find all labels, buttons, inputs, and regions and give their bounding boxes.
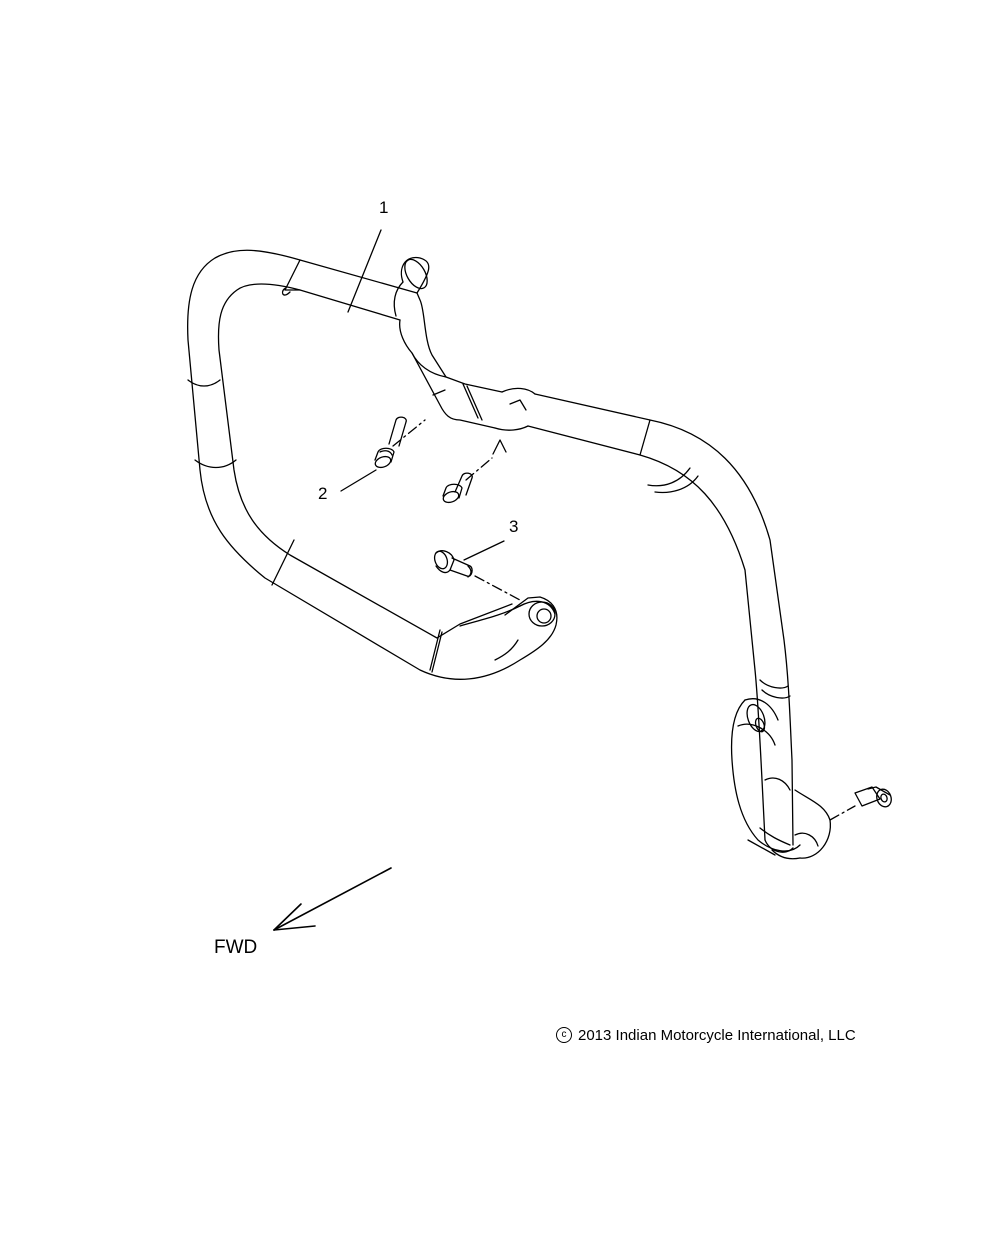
bracket-screw (854, 786, 892, 808)
fwd-direction-label: FWD (214, 937, 258, 958)
fwd-arrow (273, 867, 392, 931)
copyright-notice: c 2013 Indian Motorcycle International, … (556, 1027, 856, 1043)
copyright-text: 2013 Indian Motorcycle International, LL… (578, 1026, 856, 1044)
centerlines (392, 419, 856, 821)
copyright-icon: c (556, 1027, 572, 1043)
lower-screw (433, 550, 473, 578)
callout-2-label: 2 (318, 484, 328, 503)
callout-leaders (340, 229, 505, 561)
crash-bar-tube (186, 249, 831, 860)
callout-1-label: 1 (379, 198, 389, 217)
callout-3-label: 3 (509, 517, 519, 536)
upper-screw-left (374, 416, 407, 469)
upper-screw-right (442, 472, 473, 504)
